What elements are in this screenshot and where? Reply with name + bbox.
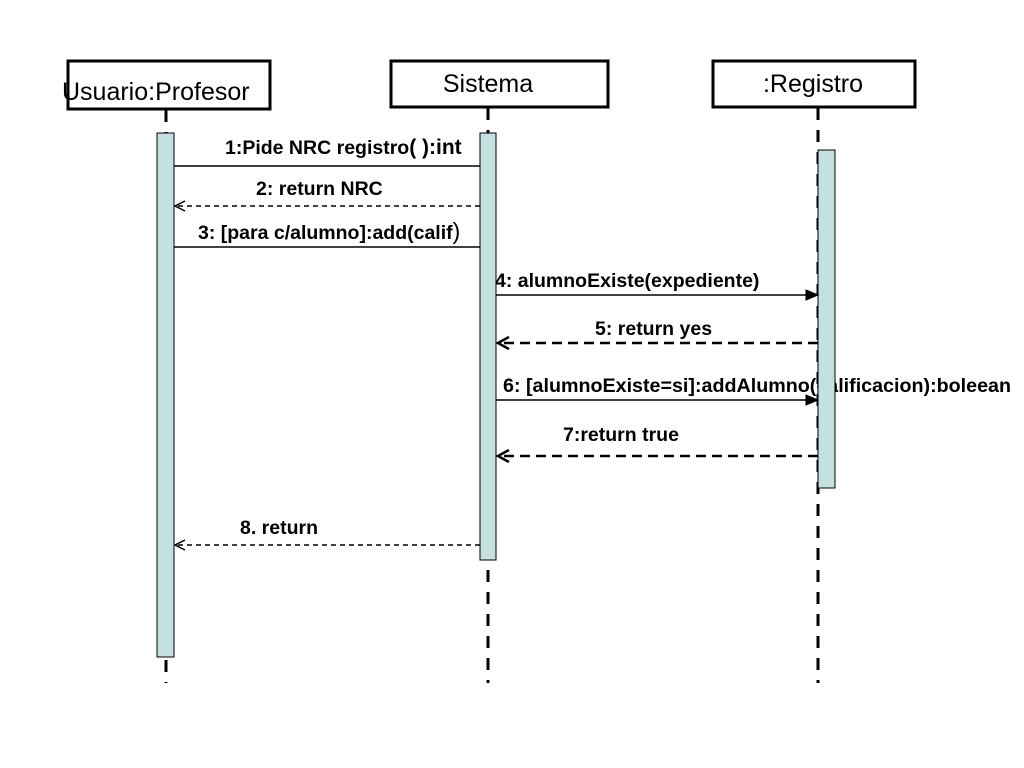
message-2-arrowhead [173,200,186,212]
message-6-arrowhead [805,394,820,406]
message-label-2: 2: return NRC [256,178,383,200]
participant-box-registro [711,59,917,109]
message-4-arrowhead [805,289,820,301]
message-label-1-main: 1:Pide NRC registro [225,137,409,159]
message-label-1: 1:Pide NRC registro( ):int [225,136,462,159]
message-label-7: 7:return true [563,424,679,446]
participant-name-registro: :Registro [763,70,863,98]
message-7-arrow [495,448,818,464]
participant-profesor: Usuario:Profesor [62,59,272,111]
message-2-arrow [173,200,480,212]
activation-bar-profesor [156,132,175,658]
message-label-3: 3: [para c/alumno]:add(calif) [198,218,460,244]
message-label-5: 5: return yes [595,318,712,340]
participant-box-profesor [66,59,272,111]
message-label-3-main: 3: [para c/alumno]:add(calif [198,222,453,244]
message-7-arrowhead [495,448,510,464]
message-5-arrow [495,335,818,351]
message-label-4: 4: alumnoExiste(expediente) [495,270,759,292]
participant-name-sistema: Sistema [443,70,533,98]
message-8-arrow [173,539,480,551]
participant-box-sistema [389,59,610,109]
participant-name-profesor: Usuario:Profesor [62,78,250,106]
message-8-arrowhead [173,539,186,551]
message-label-1-suffix: ( ):int [409,136,461,159]
message-label-3-suffix: ) [453,218,461,244]
message-label-6: 6: [alumnoExiste=si]:addAlumno(calificac… [503,375,1011,397]
message-6-arrow [496,394,820,406]
message-5-arrowhead [495,335,510,351]
participant-registro: :Registro [711,59,917,109]
message-4-arrow [496,289,820,301]
message-label-8: 8. return [240,517,318,539]
activation-bar-registro [817,149,836,489]
activation-bar-sistema [479,132,497,561]
participant-sistema: Sistema [389,59,610,109]
